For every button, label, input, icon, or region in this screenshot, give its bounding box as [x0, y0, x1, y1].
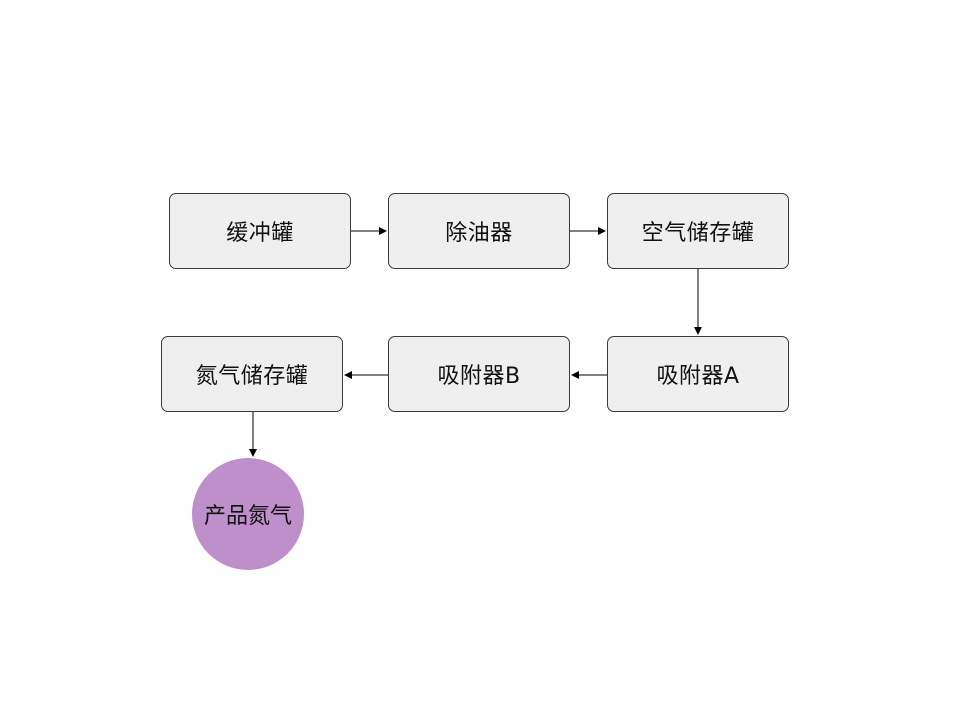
node-air-storage-tank-label: 空气储存罐: [641, 221, 755, 246]
node-product-nitrogen-label: 产品氮气: [203, 504, 292, 529]
node-oil-remover: 除油器: [388, 193, 570, 269]
node-product-nitrogen: 产品氮气: [192, 458, 304, 570]
node-oil-remover-label: 除油器: [445, 221, 513, 246]
node-buffer-tank: 缓冲罐: [169, 193, 351, 269]
node-adsorber-a-label: 吸附器A: [656, 364, 740, 389]
node-buffer-tank-label: 缓冲罐: [226, 221, 294, 246]
node-adsorber-b: 吸附器B: [388, 336, 570, 412]
node-adsorber-a: 吸附器A: [607, 336, 789, 412]
node-nitrogen-storage-tank: 氮气储存罐: [161, 336, 343, 412]
node-air-storage-tank: 空气储存罐: [607, 193, 789, 269]
node-adsorber-b-label: 吸附器B: [437, 364, 521, 389]
node-nitrogen-storage-tank-label: 氮气储存罐: [195, 364, 309, 389]
